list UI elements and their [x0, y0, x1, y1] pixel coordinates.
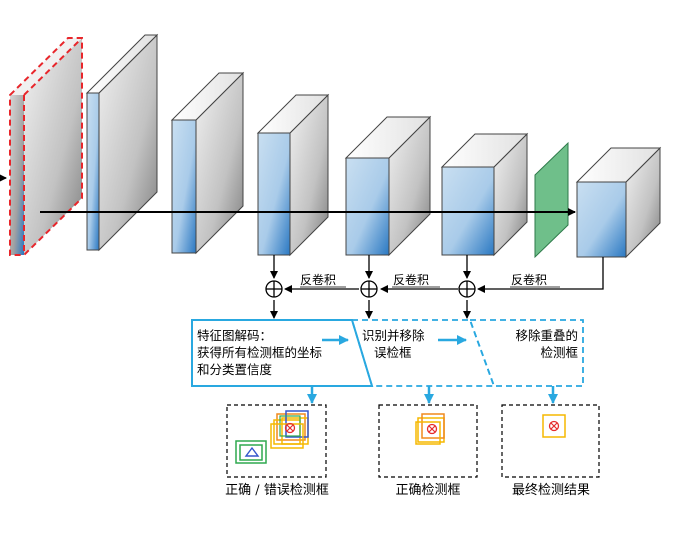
stage-remove-overlap-box: [468, 319, 584, 387]
stage-remove-overlap-text: 移除重叠的 检测框: [515, 328, 578, 360]
input-image-layer: [9, 37, 83, 256]
result-caption-all-boxes: 正确 / 错误检测框: [225, 483, 329, 498]
output-feature-map: [575, 146, 662, 259]
stage-flow-arrows: [307, 335, 558, 404]
stage-remove-false-box: [350, 319, 496, 387]
deconv-label-2: 反卷积: [393, 273, 430, 287]
stage-remove-false-text: 识别并移除 误检框: [362, 328, 425, 360]
deconv-label-1: 反卷积: [300, 273, 337, 287]
sum-node-2: [360, 280, 378, 298]
feature-map-5: [440, 132, 529, 257]
deconv-label-3: 反卷积: [511, 273, 548, 287]
feature-map-1: [85, 33, 159, 252]
result-caption-final: 最终检测结果: [511, 483, 590, 498]
stage-decode-text: 特征图解码： 获得所有检测框的坐标 和分类置信度: [197, 328, 323, 377]
sum-node-1: [265, 280, 283, 298]
feature-map-2: [170, 71, 245, 255]
result-panel-correct-boxes: [378, 404, 478, 478]
sum-node-3: [458, 280, 476, 298]
result-panel-all-boxes: [226, 404, 327, 478]
feature-map-4: [344, 115, 432, 257]
green-layer: [534, 141, 569, 259]
result-caption-correct-boxes: 正确检测框: [395, 483, 461, 498]
feature-map-3: [256, 93, 330, 257]
deconv-connections: [270, 255, 604, 319]
result-panel-final: [501, 404, 600, 478]
